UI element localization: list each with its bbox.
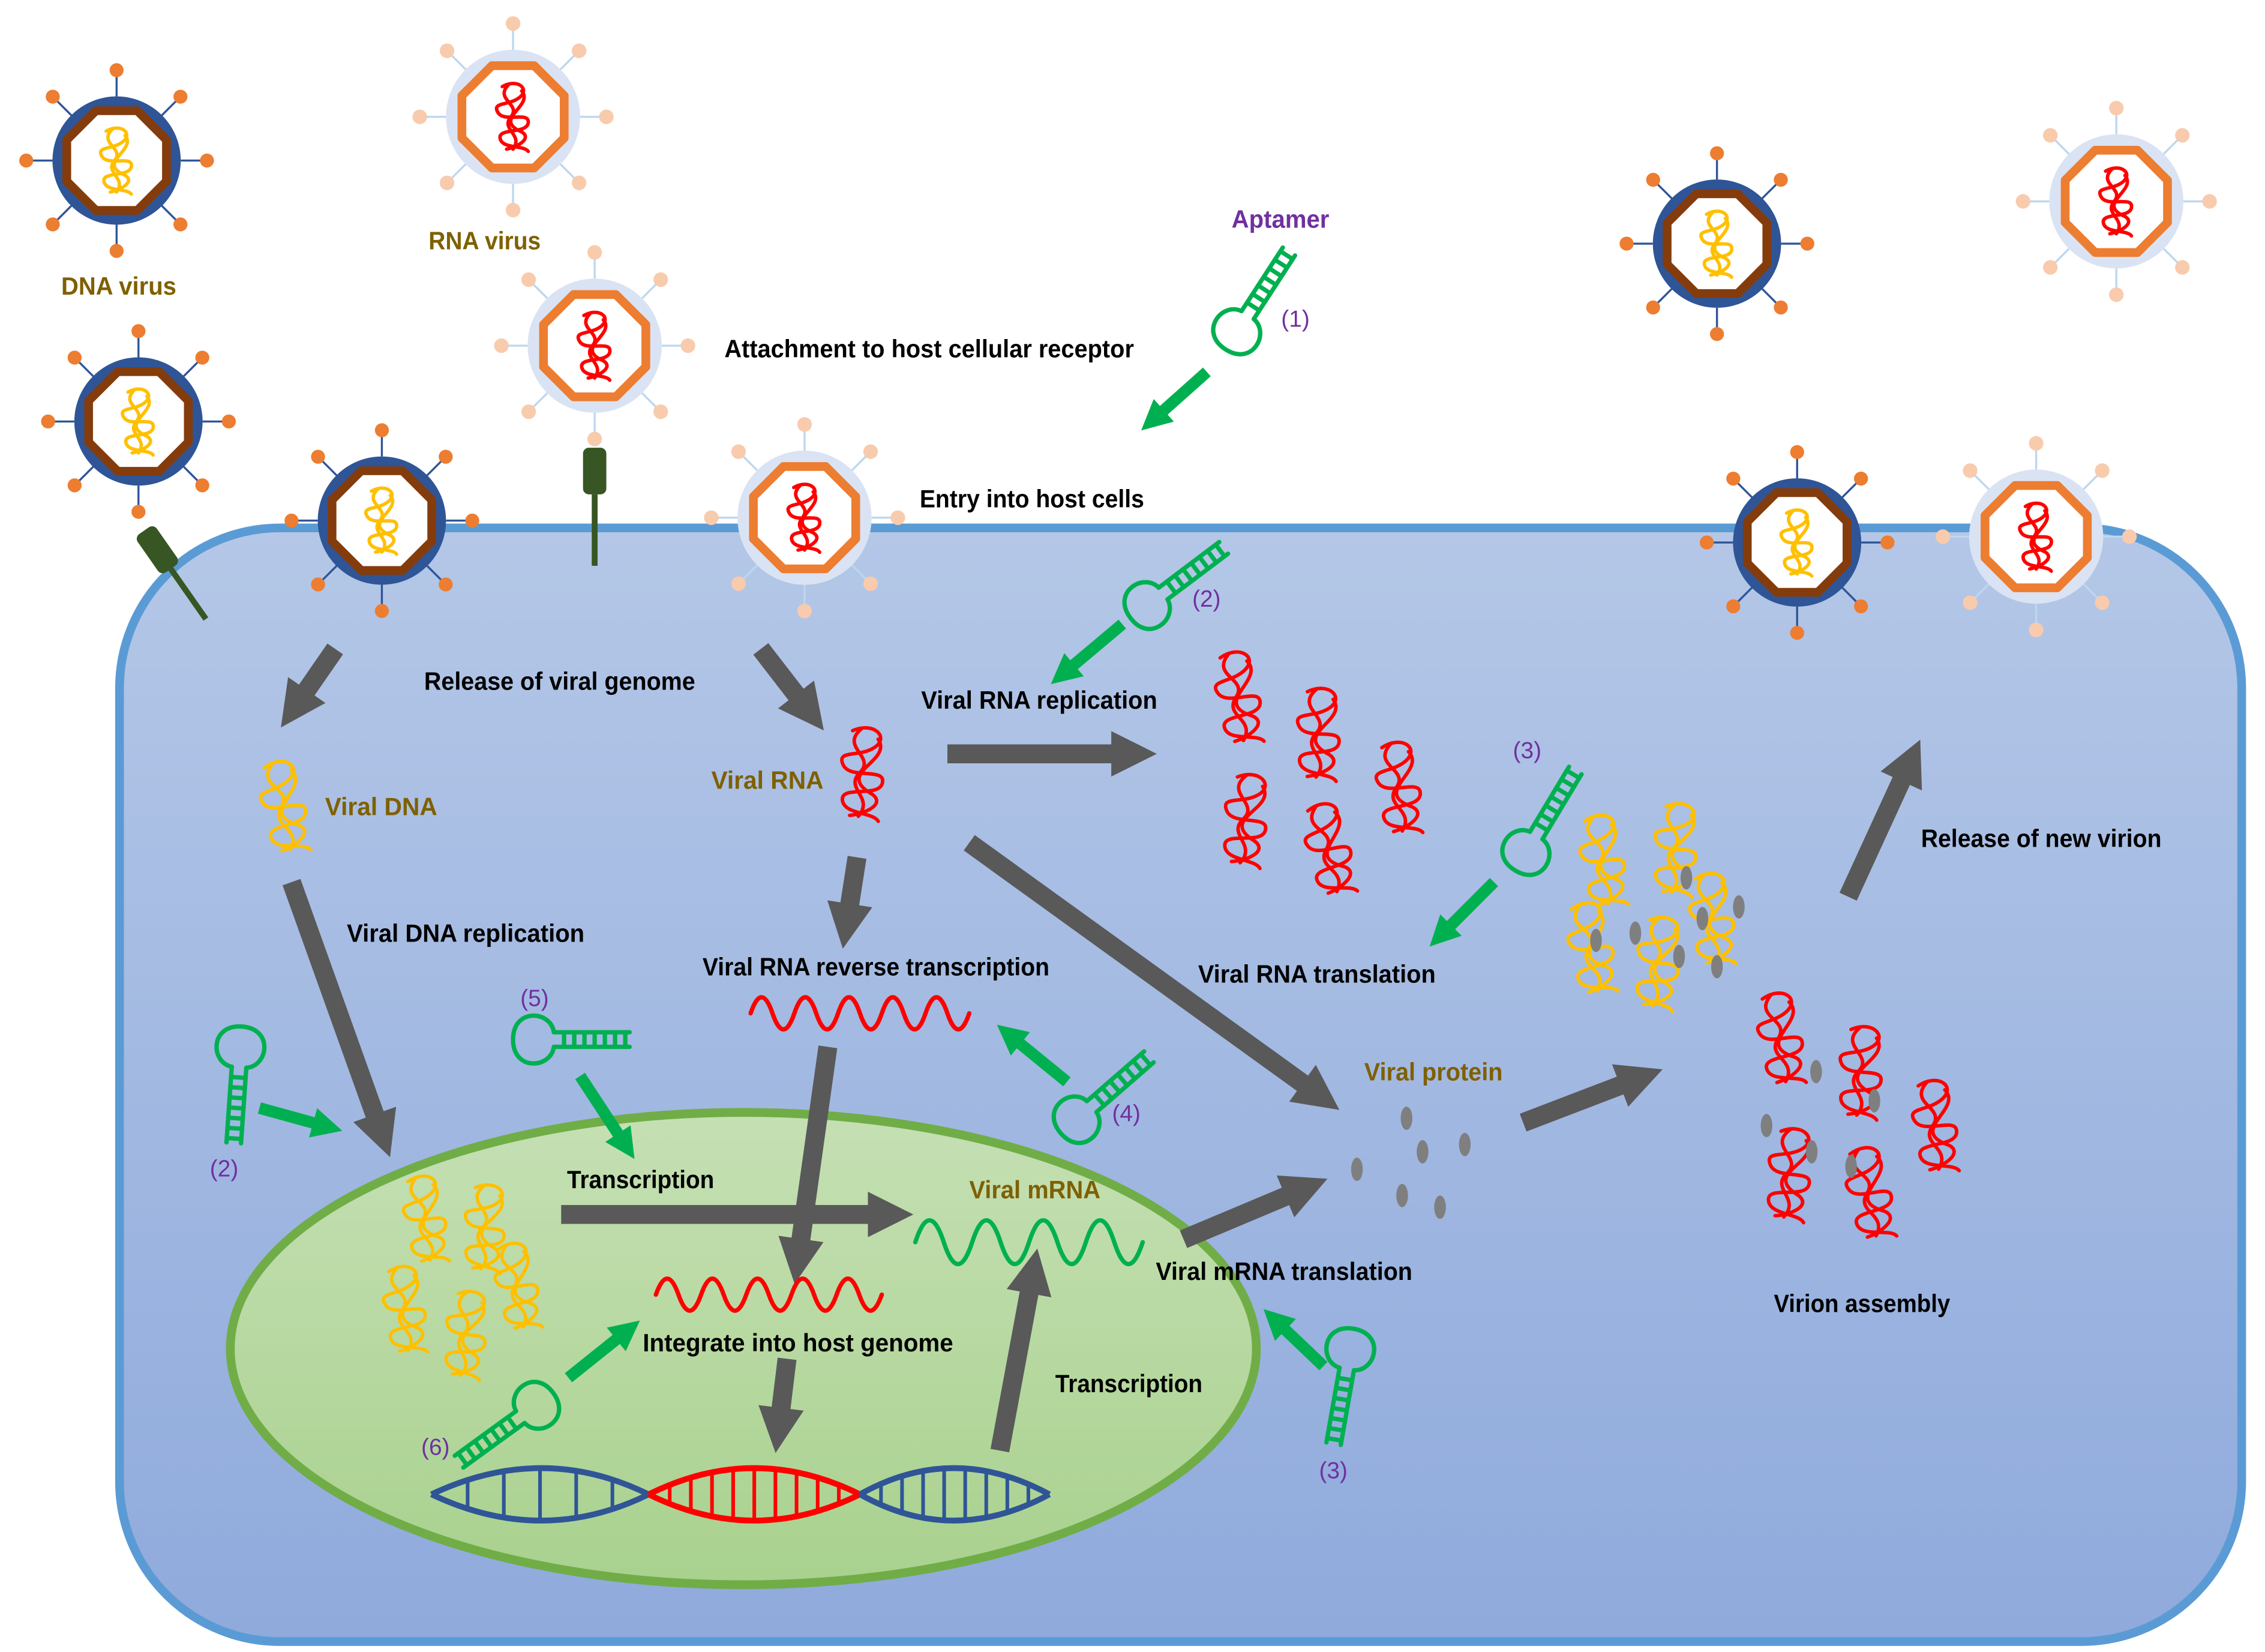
aptamer-label: Aptamer bbox=[1232, 205, 1330, 233]
rna-virus-attaching bbox=[494, 245, 695, 446]
rna-virus-budding bbox=[1936, 436, 2137, 637]
rna-virus-label: RNA virus bbox=[428, 227, 541, 255]
arrow-dna-genome-release bbox=[281, 643, 343, 728]
arrow-dna-replication bbox=[282, 879, 397, 1158]
aptamer-arrow-mrna-translation bbox=[1263, 1309, 1328, 1371]
integrating-viral-dna-wave bbox=[653, 1276, 884, 1313]
assembling-viral-protein bbox=[1680, 866, 1693, 890]
step-mrna-translation-label: Viral mRNA translation bbox=[1156, 1258, 1412, 1285]
dna-virus bbox=[41, 324, 236, 519]
step-release-virion-label: Release of new virion bbox=[1921, 825, 2162, 853]
step-integrated-transcription-label: Transcription bbox=[1055, 1370, 1202, 1398]
assembling-viral-protein bbox=[1696, 907, 1709, 931]
nucleus bbox=[226, 1108, 1261, 1590]
step-release-genome-label: Release of viral genome bbox=[424, 667, 695, 695]
aptamer-arrow-transcription bbox=[575, 1072, 635, 1159]
arrow-into-host-genome bbox=[758, 1357, 804, 1453]
viral-mrna-wave bbox=[913, 1218, 1145, 1266]
aptamer-number-integration: (6) bbox=[421, 1435, 450, 1461]
aptamer-arrow-rna-replication bbox=[1051, 619, 1126, 685]
aptamer-number-transcription: (5) bbox=[520, 986, 549, 1012]
viral-protein bbox=[1396, 1183, 1408, 1207]
arrow-mrna-translation bbox=[1180, 1175, 1328, 1248]
step-transcription-label: Transcription bbox=[567, 1166, 714, 1194]
reverse-transcribed-rna-wave bbox=[748, 995, 972, 1032]
aptamer-arrow-reverse-transcription bbox=[997, 1024, 1071, 1087]
assembling-viral-protein bbox=[1760, 1114, 1772, 1138]
rna-virus-released bbox=[2016, 101, 2217, 302]
arrow-integration bbox=[778, 1045, 838, 1284]
step-rna-translation-label: Viral RNA translation bbox=[1198, 961, 1436, 988]
dna-virus-released bbox=[1619, 146, 1814, 341]
aptamer-arrow-rna-translation bbox=[1429, 878, 1498, 947]
aptamer-arrow-dna-replication bbox=[257, 1102, 343, 1138]
rna-virus bbox=[412, 16, 613, 217]
assembling-viral-protein bbox=[1629, 921, 1642, 945]
step-dna-replication-label: Viral DNA replication bbox=[347, 920, 584, 948]
arrow-virion-release bbox=[1839, 739, 1922, 901]
aptamer-number-mrna-translation: (3) bbox=[1319, 1458, 1348, 1484]
assembling-viral-protein bbox=[1733, 895, 1745, 919]
viral-protein bbox=[1417, 1140, 1429, 1164]
dna-virus bbox=[19, 63, 214, 258]
viral-protein bbox=[1400, 1107, 1412, 1130]
rna-virus-entering bbox=[704, 417, 905, 618]
viral-protein bbox=[1434, 1195, 1446, 1219]
arrow-rna-genome-release bbox=[753, 643, 824, 731]
arrow-reverse-transcription bbox=[827, 856, 872, 949]
aptamer-arrow-integration bbox=[565, 1320, 640, 1383]
aptamer-number-attachment: (1) bbox=[1281, 306, 1310, 332]
dna-virus-entering bbox=[284, 423, 479, 618]
assembling-viral-protein bbox=[1845, 1155, 1857, 1179]
step-virion-assembly-label: Virion assembly bbox=[1774, 1290, 1950, 1318]
assembling-viral-protein bbox=[1805, 1140, 1818, 1164]
assembling-viral-protein bbox=[1590, 928, 1602, 952]
step-reverse-transcription-label: Viral RNA reverse transcription bbox=[703, 953, 1049, 981]
assembling-dna-virions bbox=[1563, 802, 1745, 1012]
host-dna-strand bbox=[858, 1465, 1051, 1524]
viral-protein bbox=[1459, 1132, 1471, 1156]
aptamer-number-rna-replication: (2) bbox=[1192, 586, 1221, 612]
aptamer-attachment bbox=[1205, 238, 1309, 362]
viral-mrna-label: Viral mRNA bbox=[969, 1176, 1100, 1204]
assembling-viral-protein bbox=[1810, 1060, 1822, 1084]
assembling-viral-protein bbox=[1673, 945, 1685, 969]
arrow-to-assembly bbox=[1519, 1064, 1663, 1132]
host-receptor bbox=[583, 448, 607, 566]
aptamer-number-reverse-transcription: (4) bbox=[1112, 1101, 1141, 1126]
arrow-rna-translation bbox=[964, 835, 1340, 1110]
host-receptor bbox=[136, 526, 209, 621]
aptamer-arrow-attachment bbox=[1141, 367, 1211, 431]
step-rna-replication-label: Viral RNA replication bbox=[921, 686, 1157, 714]
host-dna-helix bbox=[430, 1465, 1051, 1524]
viral-protein-label: Viral protein bbox=[1364, 1058, 1503, 1086]
assembling-rna-virions bbox=[1754, 991, 1960, 1242]
viral-protein bbox=[1351, 1158, 1363, 1182]
step-integrate-label: Integrate into host genome bbox=[643, 1329, 953, 1357]
assembling-viral-protein bbox=[1868, 1089, 1880, 1113]
dna-virus-label: DNA virus bbox=[61, 272, 176, 300]
viral-rna-label: Viral RNA bbox=[711, 767, 823, 794]
arrow-integrated-transcription bbox=[990, 1248, 1052, 1453]
assembling-viral-protein bbox=[1711, 955, 1723, 979]
aptamer-number-rna-translation: (3) bbox=[1513, 738, 1541, 764]
dna-virus-budding bbox=[1700, 445, 1895, 640]
aptamer-number-dna-replication: (2) bbox=[210, 1156, 239, 1182]
viral-dna-label: Viral DNA bbox=[325, 793, 437, 820]
step-entry-label: Entry into host cells bbox=[920, 485, 1144, 513]
viral-protein-group bbox=[1351, 1107, 1471, 1219]
step-attachment-label: Attachment to host cellular receptor bbox=[724, 335, 1134, 363]
